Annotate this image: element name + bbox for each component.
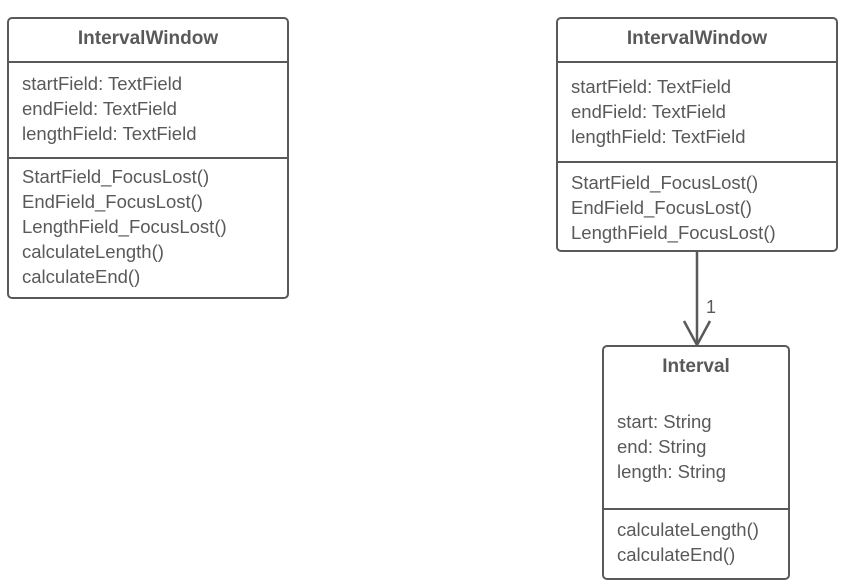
class-header: Interval bbox=[604, 347, 788, 401]
attribute: endField: TextField bbox=[571, 101, 726, 122]
attributes-section: startField: TextField endField: TextFiel… bbox=[9, 63, 287, 159]
attribute: startField: TextField bbox=[571, 76, 732, 97]
attributes-section: start: String end: String length: String bbox=[604, 401, 788, 510]
operation: calculateEnd() bbox=[22, 266, 141, 287]
attribute: endField: TextField bbox=[22, 98, 177, 119]
attribute: length: String bbox=[617, 461, 727, 482]
operation: LengthField_FocusLost() bbox=[22, 216, 227, 237]
operation: calculateLength() bbox=[617, 519, 759, 540]
operation: StartField_FocusLost() bbox=[571, 172, 759, 193]
operation: EndField_FocusLost() bbox=[571, 197, 752, 218]
operation: LengthField_FocusLost() bbox=[571, 222, 776, 243]
class-header: IntervalWindow bbox=[558, 19, 836, 63]
attributes-section: startField: TextField endField: TextFiel… bbox=[558, 63, 836, 163]
operations-section: calculateLength() calculateEnd() bbox=[604, 510, 788, 567]
multiplicity-label: 1 bbox=[706, 297, 717, 317]
class-name: IntervalWindow bbox=[626, 28, 768, 49]
operation: calculateEnd() bbox=[617, 544, 736, 565]
class-box-interval-window-left[interactable]: IntervalWindow startField: TextField end… bbox=[7, 17, 289, 299]
class-name: Interval bbox=[662, 356, 730, 377]
operation: calculateLength() bbox=[22, 241, 164, 262]
attribute: end: String bbox=[617, 436, 707, 457]
operations-section: StartField_FocusLost() EndField_FocusLos… bbox=[558, 163, 836, 245]
operation: StartField_FocusLost() bbox=[22, 166, 210, 187]
class-box-interval-window-right[interactable]: IntervalWindow startField: TextField end… bbox=[556, 17, 838, 252]
attribute: start: String bbox=[617, 411, 712, 432]
class-header: IntervalWindow bbox=[9, 19, 287, 63]
class-name: IntervalWindow bbox=[77, 28, 219, 49]
attribute: startField: TextField bbox=[22, 73, 183, 94]
attribute: lengthField: TextField bbox=[571, 126, 746, 147]
operations-section: StartField_FocusLost() EndField_FocusLos… bbox=[9, 159, 287, 289]
attribute: lengthField: TextField bbox=[22, 123, 197, 144]
class-box-interval[interactable]: Interval start: String end: String lengt… bbox=[602, 345, 790, 580]
operation: EndField_FocusLost() bbox=[22, 191, 203, 212]
